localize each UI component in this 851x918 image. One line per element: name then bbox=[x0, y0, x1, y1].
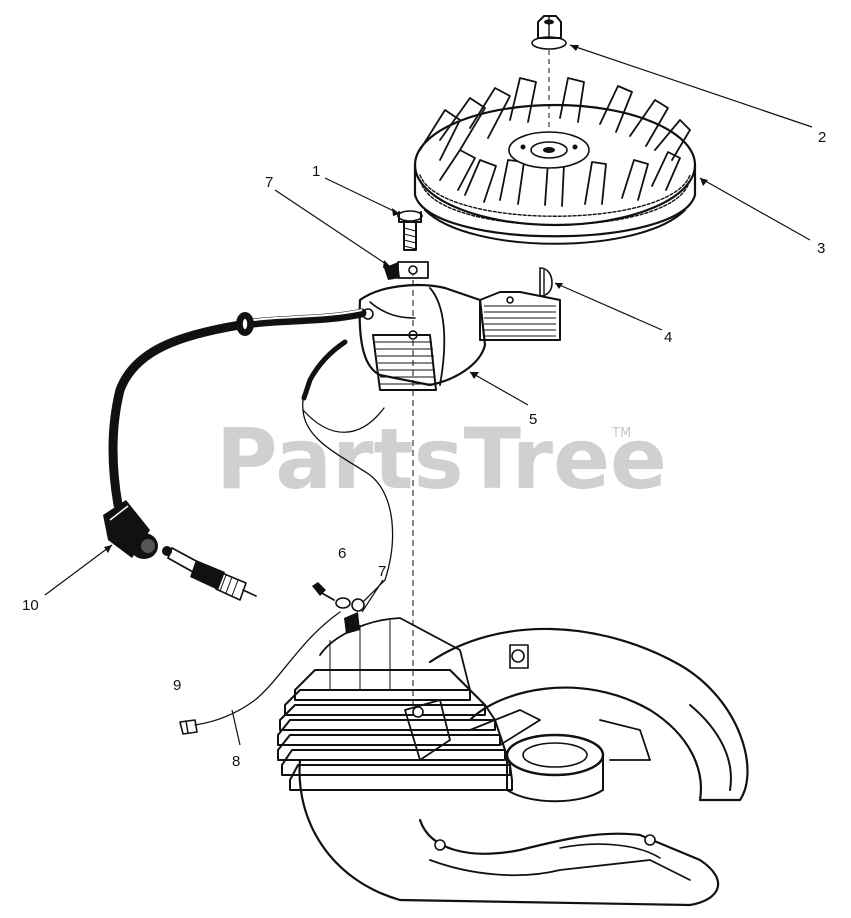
flange-nut-icon[interactable] bbox=[531, 15, 567, 50]
callout-7-upper: 7 bbox=[265, 174, 273, 191]
flywheel-key-icon[interactable] bbox=[539, 267, 553, 297]
watermark-trademark: TM bbox=[611, 426, 631, 441]
spacer-icon[interactable] bbox=[384, 261, 429, 280]
callout-9: 9 bbox=[173, 677, 181, 694]
ground-wire-icon[interactable] bbox=[194, 611, 341, 726]
callout-4: 4 bbox=[664, 329, 672, 346]
bolt-icon[interactable] bbox=[397, 210, 423, 251]
callout-6: 6 bbox=[338, 545, 346, 562]
engine-block-icon[interactable] bbox=[277, 617, 749, 907]
callout-10: 10 bbox=[22, 597, 39, 614]
callout-8: 8 bbox=[232, 753, 240, 770]
watermark: PartsTree TM bbox=[216, 410, 667, 508]
callout-5: 5 bbox=[529, 411, 537, 428]
ground-terminal-icon[interactable] bbox=[335, 597, 365, 634]
leader-lines bbox=[44, 44, 813, 746]
spark-plug-icon[interactable] bbox=[162, 546, 257, 601]
stop-wire-icon[interactable] bbox=[301, 339, 394, 611]
cylinder-fins bbox=[277, 617, 513, 791]
spark-plug-boot-icon[interactable] bbox=[103, 500, 158, 559]
callout-1: 1 bbox=[312, 163, 320, 180]
ground-screw-icon[interactable] bbox=[312, 582, 335, 601]
ignition-module-icon[interactable] bbox=[358, 284, 561, 391]
callout-labels: 1 2 3 4 5 6 7 7 8 9 10 bbox=[22, 129, 826, 770]
spark-plug-lead-icon[interactable] bbox=[108, 308, 367, 510]
flywheel-icon[interactable] bbox=[413, 77, 697, 245]
callout-2: 2 bbox=[818, 129, 826, 146]
watermark-text: PartsTree bbox=[216, 410, 667, 508]
wire-terminal-icon[interactable] bbox=[179, 719, 198, 735]
callout-3: 3 bbox=[817, 240, 825, 257]
callout-7-lower: 7 bbox=[378, 563, 386, 580]
